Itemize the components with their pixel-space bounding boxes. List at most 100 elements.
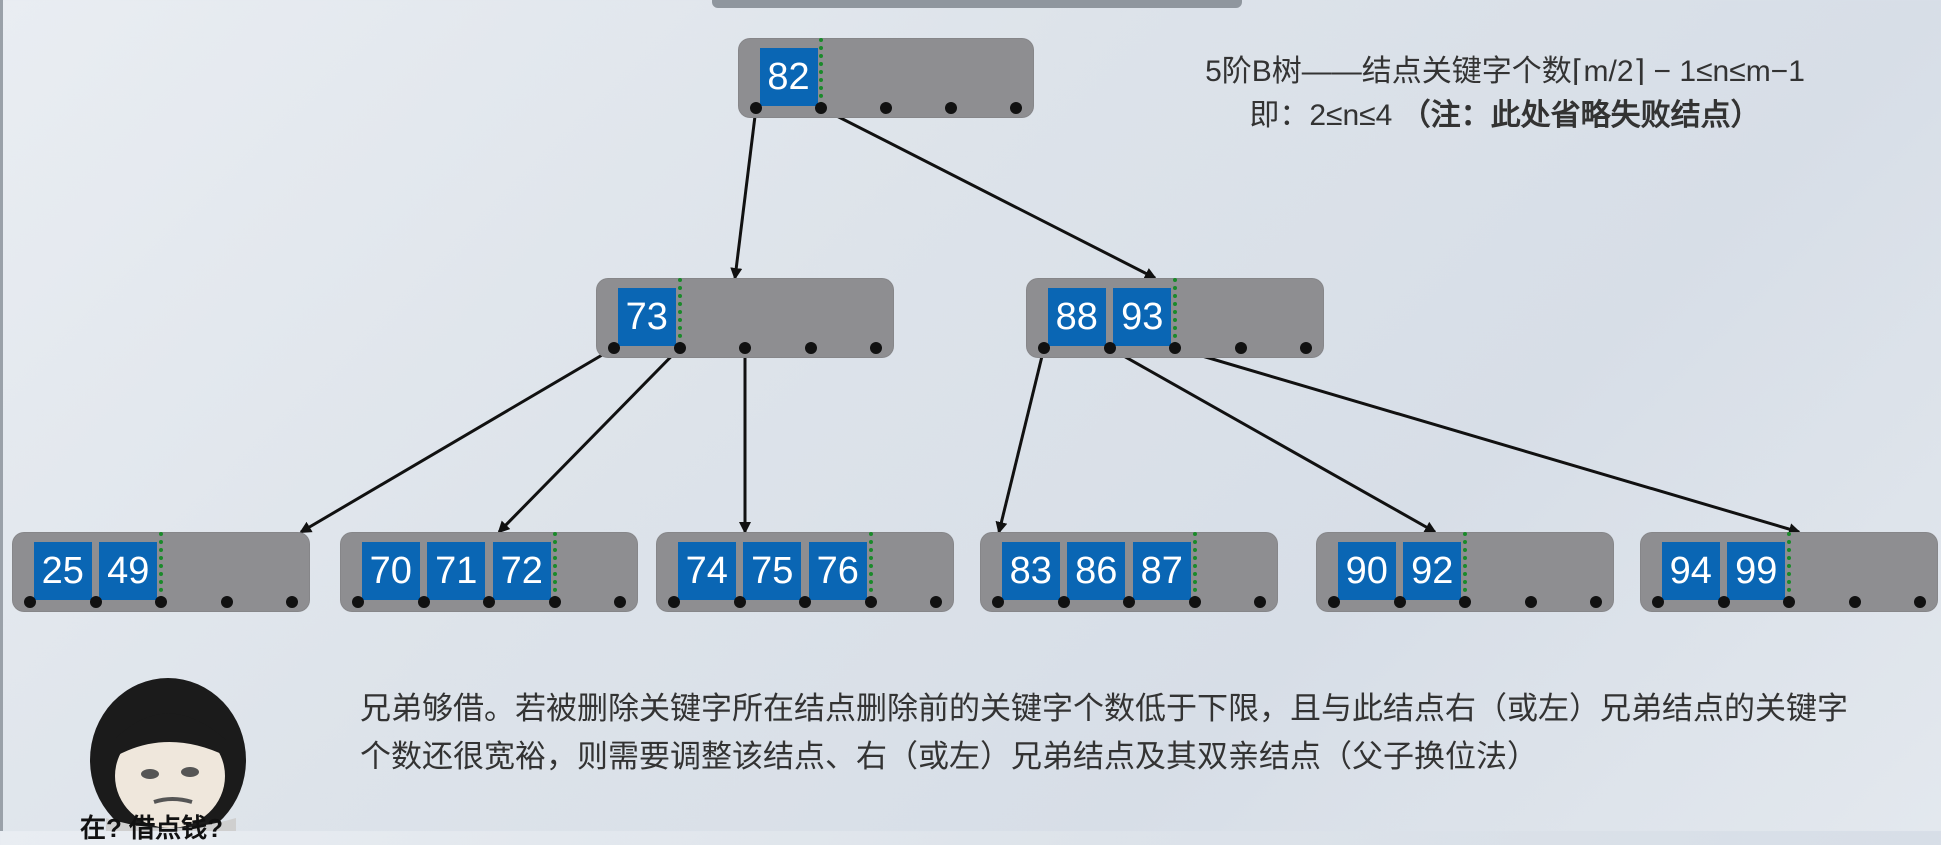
rule-line-2: 即：2≤n≤4 （注：此处省略失败结点） (1080, 94, 1930, 138)
description-text: 兄弟够借。若被删除关键字所在结点删除前的关键字个数低于下限，且与此结点右（或左）… (360, 691, 1848, 774)
child-pointer-dot (930, 596, 942, 608)
level1-node-left: 73 (596, 278, 894, 358)
key-49: 49 (99, 542, 158, 600)
key-82: 82 (759, 48, 818, 106)
child-pointer-dot (668, 596, 680, 608)
edge-root-to-right (820, 106, 1157, 280)
child-pointer-dot (733, 596, 746, 608)
key-75: 75 (743, 542, 802, 600)
used-slot-separator (677, 278, 682, 346)
child-pointer-dot (483, 596, 495, 608)
child-pointer-dot (1393, 596, 1406, 608)
child-pointer-dot (155, 596, 167, 608)
child-pointer-dot (1590, 596, 1602, 608)
edge-to-leaf-1 (299, 346, 615, 534)
child-pointer-dot (673, 342, 686, 354)
child-pointer-dot (945, 102, 957, 114)
used-slot-separator (1173, 278, 1177, 346)
key-93: 93 (1113, 288, 1172, 346)
used-slot-separator (1787, 532, 1791, 600)
child-pointer-dot (1234, 342, 1247, 354)
edge-to-leaf-5 (1108, 346, 1437, 534)
child-pointer-dot (1103, 342, 1116, 354)
child-pointer-dot (1188, 596, 1201, 608)
used-slot-separator (1463, 532, 1467, 600)
key-94: 94 (1661, 542, 1720, 600)
child-pointer-dot (1038, 342, 1050, 354)
rule-line-1: 5阶B树——结点关键字个数⌈m/2⌉ − 1≤n≤m−1 (1205, 55, 1805, 88)
key-74: 74 (677, 542, 736, 600)
child-pointer-dot (799, 596, 811, 608)
child-pointer-dot (815, 102, 827, 114)
key-87: 87 (1132, 542, 1191, 600)
key-92: 92 (1403, 542, 1462, 600)
child-pointer-dot (548, 596, 561, 608)
root-node: 82 (738, 38, 1034, 118)
meme-face-image (76, 668, 266, 842)
used-slot-separator (159, 532, 163, 600)
left-border (0, 0, 3, 831)
title-bar-fragment (712, 0, 1242, 8)
edge-root-to-left (730, 107, 758, 280)
child-pointer-dot (870, 342, 882, 354)
child-pointer-dot (24, 596, 36, 608)
key-99: 99 (1727, 542, 1786, 600)
child-pointer-dot (1848, 596, 1861, 608)
child-pointer-dot (1717, 596, 1730, 608)
child-pointer-dot (1524, 596, 1537, 608)
key-83: 83 (1001, 542, 1060, 600)
used-slot-separator (552, 532, 557, 600)
rule-note: （注：此处省略失败结点） (1400, 99, 1761, 132)
child-pointer-dot (864, 596, 877, 608)
child-pointer-dot (804, 342, 817, 354)
b-tree-rule: 5阶B树——结点关键字个数⌈m/2⌉ − 1≤n≤m−1 即：2≤n≤4 （注：… (1080, 50, 1930, 138)
child-pointer-dot (1300, 342, 1312, 354)
key-71: 71 (427, 542, 486, 600)
child-pointer-dot (992, 596, 1004, 608)
key-25: 25 (33, 542, 92, 600)
child-pointer-dot (1254, 596, 1266, 608)
key-86: 86 (1067, 542, 1126, 600)
key-73: 73 (617, 288, 676, 346)
child-pointer-dot (1010, 102, 1022, 114)
child-pointer-dot (1783, 596, 1795, 608)
child-pointer-dot (739, 342, 751, 354)
child-pointer-dot (417, 596, 430, 608)
child-pointer-dot (614, 596, 626, 608)
child-pointer-dot (880, 102, 892, 114)
edge-to-leaf-2 (497, 346, 681, 534)
used-slot-separator (1192, 532, 1197, 600)
key-88: 88 (1047, 288, 1106, 346)
child-pointer-dot (750, 102, 762, 114)
key-90: 90 (1337, 542, 1396, 600)
child-pointer-dot (1459, 596, 1471, 608)
child-pointer-dot (286, 596, 298, 608)
child-pointer-dot (352, 596, 364, 608)
child-pointer-dot (89, 596, 102, 608)
key-70: 70 (361, 542, 420, 600)
child-pointer-dot (1652, 596, 1664, 608)
meme-caption: 在? 借点钱? (80, 813, 223, 843)
rule-range: 即：2≤n≤4 (1249, 99, 1401, 132)
used-slot-separator (868, 532, 873, 600)
child-pointer-dot (1169, 342, 1181, 354)
child-pointer-dot (1057, 596, 1070, 608)
edge-to-leaf-4 (995, 347, 1046, 534)
used-slot-separator (819, 38, 823, 106)
child-pointer-dot (1914, 596, 1926, 608)
child-pointer-dot (608, 342, 620, 354)
child-pointer-dot (1123, 596, 1135, 608)
child-pointer-dot (220, 596, 233, 608)
child-pointer-dot (1328, 596, 1340, 608)
key-76: 76 (808, 542, 867, 600)
key-72: 72 (492, 542, 551, 600)
edge-to-leaf-6 (1174, 346, 1801, 535)
